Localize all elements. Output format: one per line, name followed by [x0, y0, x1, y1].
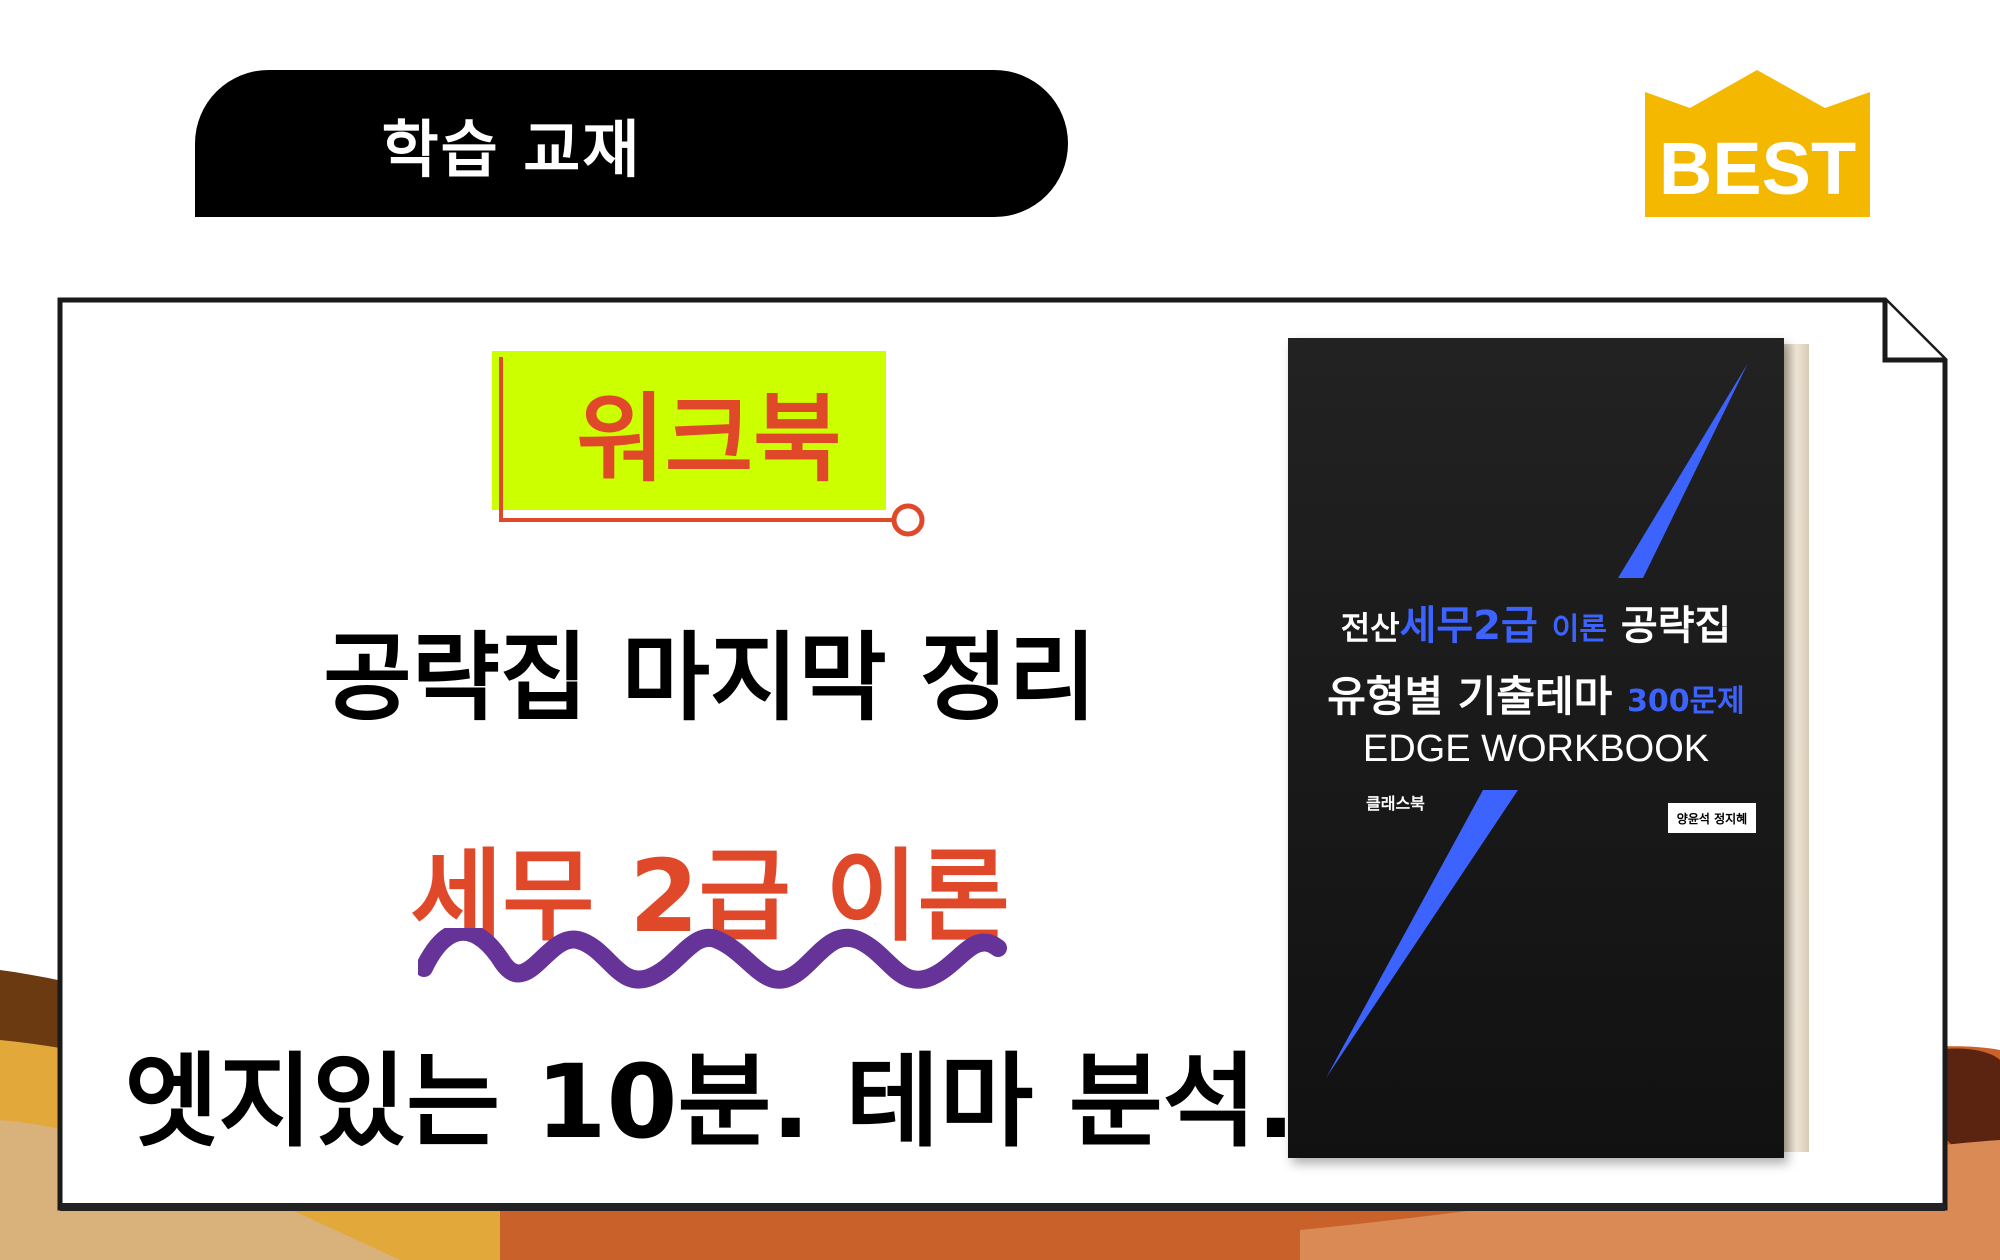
best-label: BEST	[1645, 120, 1870, 217]
book-pages	[1784, 344, 1809, 1152]
line-tagline: 엣지있는 10분. 테마 분석.	[124, 1043, 1296, 1162]
highlight-connector	[499, 357, 925, 537]
book-title: 전산세무2급 이론 공략집	[1340, 603, 1732, 649]
book-publisher: 클래스북	[1366, 794, 1425, 813]
book-authors: 양윤석 정지혜	[1668, 803, 1756, 833]
category-pill: 학습 교재	[195, 70, 1068, 217]
wavy-underline	[418, 928, 1007, 989]
crown-icon	[1645, 70, 1870, 122]
book-series: EDGE WORKBOOK	[1362, 728, 1710, 770]
book-cover-image: 전산세무2급 이론 공략집 유형별 기출테마 300문제 EDGE WORKBO…	[1288, 338, 1809, 1161]
book-cover: 전산세무2급 이론 공략집 유형별 기출테마 300문제 EDGE WORKBO…	[1288, 338, 1784, 1158]
line-strategy-summary: 공략집 마지막 정리	[323, 622, 1097, 734]
workbook-highlight: 워크북	[492, 351, 886, 510]
blue-slash-decoration	[1326, 363, 1748, 1078]
category-label: 학습 교재	[381, 112, 642, 186]
best-badge: BEST	[1645, 70, 1870, 217]
book-subtitle: 유형별 기출테마 300문제	[1327, 672, 1745, 721]
